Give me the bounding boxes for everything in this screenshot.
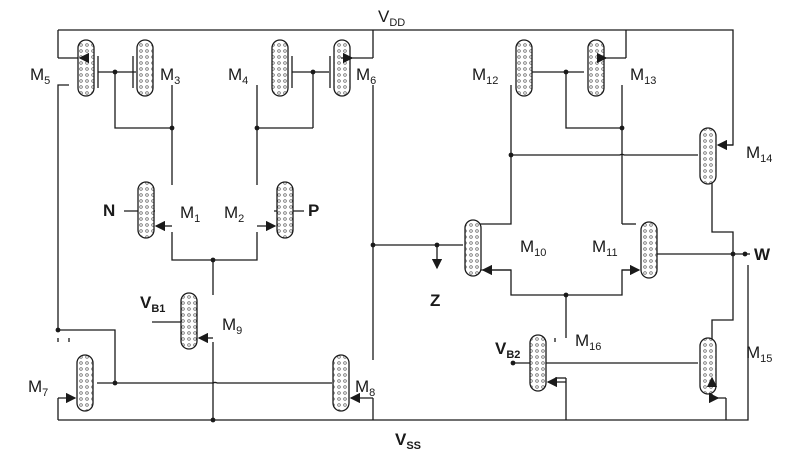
transistor-m11 [640, 221, 658, 279]
label-m16: M16 [575, 331, 601, 353]
label-m2: M2 [224, 203, 244, 225]
label-m1: M1 [180, 203, 200, 225]
transistor-m3 [132, 39, 154, 97]
vb2-label: VB2 [495, 339, 520, 361]
transistor-labels: M5 M3 M4 M6 M1 M2 M9 M7 M8 M12 M13 M14 M… [28, 65, 772, 399]
vdd-label: VDD [378, 7, 405, 29]
junction-dots [55, 69, 748, 423]
label-m14: M14 [746, 143, 772, 165]
node-p-label: P [308, 201, 319, 220]
label-m7: M7 [28, 377, 48, 399]
label-m13: M13 [630, 65, 656, 87]
label-m10: M10 [520, 237, 546, 259]
node-labels: N P Z W [103, 201, 771, 310]
vb1-label: VB1 [140, 293, 165, 315]
label-m9: M9 [222, 315, 242, 337]
vss-rail [58, 265, 749, 421]
transistor-m2 [276, 181, 294, 239]
label-m8: M8 [355, 377, 375, 399]
transistor-m12 [515, 39, 533, 97]
node-w-label: W [754, 245, 771, 264]
label-m12: M12 [472, 65, 498, 87]
label-m4: M4 [228, 65, 248, 87]
label-m3: M3 [160, 65, 180, 87]
transistor-m1 [137, 181, 155, 239]
transistor-m10 [464, 219, 482, 277]
node-n-label: N [103, 201, 115, 220]
bias-labels: VB1 VB2 [140, 293, 520, 361]
transistor-bodies [76, 39, 717, 412]
label-m11: M11 [592, 237, 618, 259]
transistor-m13 [587, 39, 605, 97]
transistor-m9 [180, 292, 198, 350]
node-z-label: Z [430, 291, 440, 310]
transistor-m14 [699, 127, 717, 185]
transistor-m15 [699, 337, 717, 395]
terminal-arrows [58, 52, 733, 404]
transistor-m5 [77, 39, 99, 97]
label-m15: M15 [746, 343, 772, 365]
label-m5: M5 [30, 65, 50, 87]
transistor-m7 [76, 354, 94, 412]
transistor-m16 [529, 334, 547, 392]
transistor-m8 [332, 354, 350, 412]
transistor-m4 [271, 39, 293, 97]
label-m6: M6 [356, 65, 376, 87]
supply-labels: VDD VSS [378, 7, 421, 452]
vss-label: VSS [395, 430, 421, 452]
transistor-m6 [329, 39, 351, 97]
